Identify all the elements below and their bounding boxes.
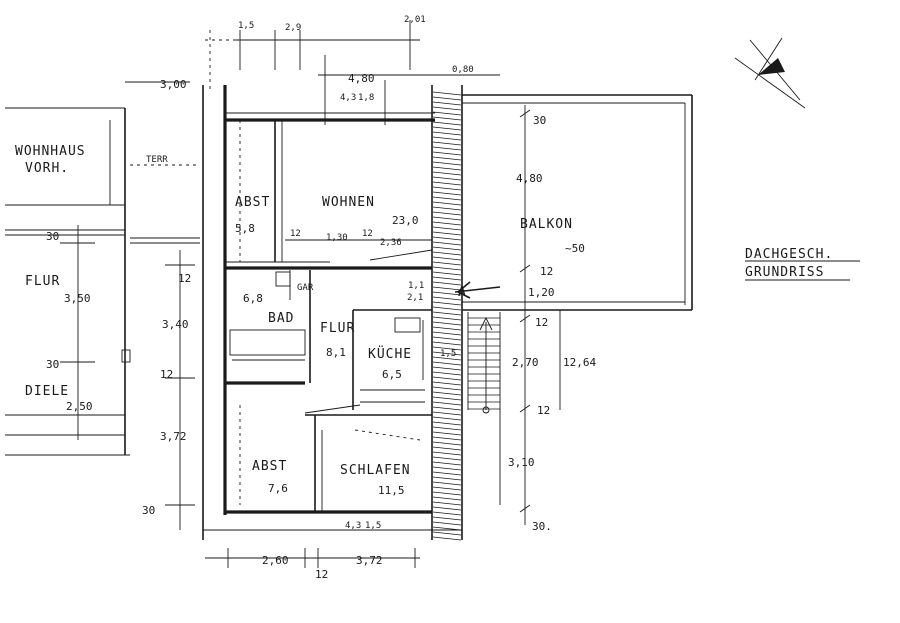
room-abst-bottom-area: 7,6 — [268, 482, 288, 495]
dim-right-270: 2,70 — [512, 356, 539, 369]
dim-balkon-12: 12 — [540, 265, 553, 278]
staircase — [467, 312, 501, 505]
dim-left-30b: 30 — [46, 358, 59, 371]
dim-left-250: 2,50 — [66, 400, 93, 413]
dim-mid-21: 2,1 — [407, 293, 423, 303]
title-line-1: DACHGESCH. — [745, 247, 833, 262]
room-flur-area: 8,1 — [326, 346, 346, 359]
dim-l2-12b: 12 — [160, 368, 173, 381]
room-bad-name: BAD — [268, 311, 294, 326]
room-wohnen-area: 23,0 — [392, 214, 419, 227]
room-schlafen-area: 11,5 — [378, 484, 405, 497]
dim-mid-12a: 12 — [290, 229, 301, 239]
section-marker-a: A — [458, 285, 467, 300]
dim-bot-260: 2,60 — [262, 554, 289, 567]
dim-top-201: 2,01 — [404, 15, 426, 25]
room-flur-name: FLUR — [320, 321, 355, 336]
room-bad-area: 6,8 — [243, 292, 263, 305]
room-balkon-name: BALKON — [520, 217, 573, 232]
dim-l2-372: 3,72 — [160, 430, 187, 443]
left-diele-label: DIELE — [25, 384, 69, 399]
title-line-2: GRUNDRISS — [745, 265, 824, 280]
dim-right-30: 30. — [532, 520, 552, 533]
dim-top-29: 2,9 — [285, 23, 301, 33]
dim-bot-43: 4,3 — [345, 521, 361, 531]
balcony-outline — [462, 94, 693, 311]
room-kueche-area: 6,5 — [382, 368, 402, 381]
dim-balkon-30: 30 — [533, 114, 546, 127]
room-gar-name: GAR — [297, 283, 314, 293]
room-wohnen-name: WOHNEN — [322, 195, 375, 210]
dim-l2-12a: 12 — [178, 272, 191, 285]
room-kueche-name: KÜCHE — [368, 345, 412, 362]
dim-top-080: 0,80 — [452, 65, 474, 75]
dim-balkon-480: 4,80 — [516, 172, 543, 185]
dim-top-18: 1,8 — [358, 93, 374, 103]
dim-balkon-120: 1,20 — [528, 286, 555, 299]
room-abst-bottom-name: ABST — [252, 459, 287, 474]
neighbor-house — [5, 107, 200, 456]
dim-mid-12b: 12 — [362, 229, 373, 239]
dim-top-15: 1,5 — [238, 21, 254, 31]
terrace-label: TERR — [146, 155, 168, 165]
dim-right-1264: 12,64 — [563, 356, 596, 369]
hatched-wall — [432, 91, 462, 541]
neighbor-label-2: VORH. — [25, 161, 69, 176]
dimension-lines — [60, 20, 561, 568]
dim-top-43: 4,3 — [340, 93, 356, 103]
dim-bot-372: 3,72 — [356, 554, 383, 567]
dim-left-350: 3,50 — [64, 292, 91, 305]
dim-mid-236: 2,36 — [380, 238, 402, 248]
dim-right-310: 3,10 — [508, 456, 535, 469]
dim-right-12a: 12 — [535, 316, 548, 329]
left-flur-label: FLUR — [25, 274, 60, 289]
building-walls — [202, 85, 463, 540]
room-balkon-area: ~50 — [565, 242, 585, 255]
dim-bot-12: 12 — [315, 568, 328, 581]
dim-mid-130: 1,30 — [326, 233, 348, 243]
room-abst-top-area: 5,8 — [235, 222, 255, 235]
room-schlafen-name: SCHLAFEN — [340, 463, 411, 478]
dim-top-300: 3,00 — [160, 78, 187, 91]
dim-l2-340: 3,40 — [162, 318, 189, 331]
dim-l2-30: 30 — [142, 504, 155, 517]
dim-mid-11: 1,1 — [408, 281, 424, 291]
dim-mid-15: 1,5 — [440, 349, 456, 359]
north-arrow-icon — [734, 37, 806, 109]
dim-right-12b: 12 — [537, 404, 550, 417]
neighbor-label-1: WOHNHAUS — [15, 144, 86, 159]
room-abst-top-name: ABST — [235, 195, 270, 210]
dim-left-30a: 30 — [46, 230, 59, 243]
dim-top-480: 4,80 — [348, 72, 375, 85]
dim-bot-15: 1,5 — [365, 521, 381, 531]
